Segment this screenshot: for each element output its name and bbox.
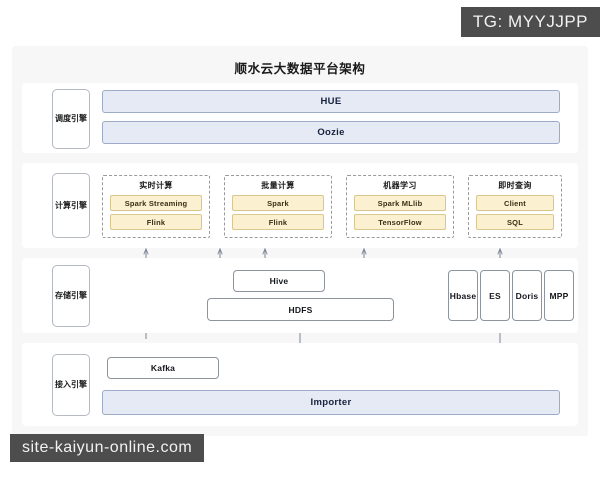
page-title: 顺水云大数据平台架构 — [234, 62, 366, 76]
node-spark-mllib[interactable]: Spark MLlib — [354, 195, 446, 211]
compute-group-adhoc-title: 即时查询 — [498, 181, 532, 190]
watermark-top-text: TG: MYYJJPP — [472, 12, 588, 31]
node-hive[interactable]: Hive — [233, 270, 325, 292]
node-es[interactable]: ES — [480, 270, 510, 321]
node-doris[interactable]: Doris — [512, 270, 542, 321]
node-client[interactable]: Client — [476, 195, 554, 211]
layer-label-compute: 计算引擎 — [52, 173, 90, 238]
node-hbase[interactable]: Hbase — [448, 270, 478, 321]
node-sql[interactable]: SQL — [476, 214, 554, 230]
node-flink-batch[interactable]: Flink — [232, 214, 324, 230]
node-importer[interactable]: Importer — [102, 390, 560, 415]
node-kafka[interactable]: Kafka — [107, 357, 219, 379]
watermark-bottom-text: site-kaiyun-online.com — [22, 439, 193, 456]
layer-compute: 计算引擎 实时计算 Spark Streaming Flink 批量计算 Spa… — [22, 163, 578, 248]
layer-label-ingest: 接入引擎 — [52, 354, 90, 416]
node-tensorflow[interactable]: TensorFlow — [354, 214, 446, 230]
layer-ingest: 接入引擎 Kafka Importer — [22, 343, 578, 426]
node-hdfs[interactable]: HDFS — [207, 298, 394, 321]
watermark-bottom: site-kaiyun-online.com — [10, 434, 205, 462]
compute-group-batch-title: 批量计算 — [261, 181, 295, 190]
layer-label-schedule: 调度引擎 — [52, 89, 90, 149]
layer-storage: 存储引擎 Hive HDFS Hbase ES Doris MPP — [22, 258, 578, 333]
compute-group-ml: 机器学习 Spark MLlib TensorFlow — [346, 175, 454, 238]
node-flink-realtime[interactable]: Flink — [110, 214, 202, 230]
watermark-top: TG: MYYJJPP — [460, 7, 600, 37]
node-spark-batch[interactable]: Spark — [232, 195, 324, 211]
diagram-card: 顺水云大数据平台架构 — [12, 46, 588, 436]
layer-label-storage: 存储引擎 — [52, 265, 90, 327]
compute-group-realtime-title: 实时计算 — [139, 181, 173, 190]
node-spark-streaming[interactable]: Spark Streaming — [110, 195, 202, 211]
compute-group-adhoc: 即时查询 Client SQL — [468, 175, 562, 238]
node-oozie[interactable]: Oozie — [102, 121, 560, 144]
node-mpp[interactable]: MPP — [544, 270, 574, 321]
compute-group-batch: 批量计算 Spark Flink — [224, 175, 332, 238]
compute-group-ml-title: 机器学习 — [383, 181, 417, 190]
node-hue[interactable]: HUE — [102, 90, 560, 113]
compute-group-realtime: 实时计算 Spark Streaming Flink — [102, 175, 210, 238]
layer-schedule: 调度引擎 HUE Oozie — [22, 83, 578, 153]
